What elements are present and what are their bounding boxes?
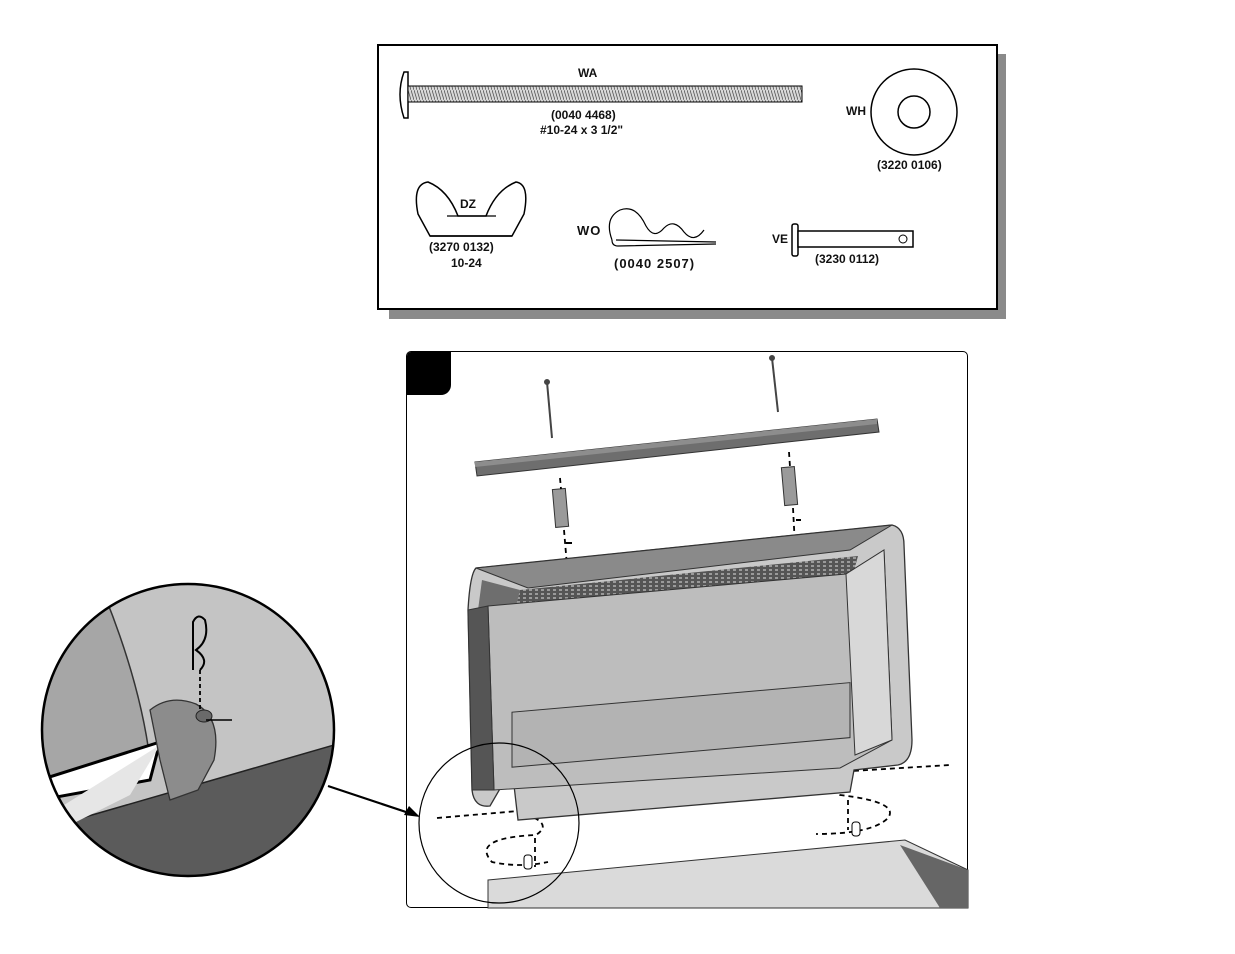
spacer-right [780, 466, 799, 507]
wing-nut-dz-icon [415, 181, 527, 237]
hitch-pin-wo-icon [608, 208, 717, 247]
lid-hinge-plate [511, 682, 851, 768]
wo-code-label: WO [577, 223, 602, 238]
wa-part-number: (0040 4468) [551, 108, 616, 122]
grill-lid [467, 524, 913, 821]
hinge-pin-right [851, 821, 861, 837]
spacer-left [551, 487, 570, 528]
clevis-pin-ve-icon [791, 223, 914, 257]
zoom-detail-view [40, 582, 336, 878]
bolt-wa-icon [399, 71, 803, 119]
grill-base [487, 839, 969, 909]
washer-wh-icon [870, 68, 958, 156]
step-number-badge [407, 352, 451, 395]
bolt-left [544, 379, 553, 439]
handle-bar [474, 418, 880, 477]
bolt-right [769, 355, 779, 413]
detail-pointer-line [327, 784, 416, 817]
ve-part-number: (3230 0112) [815, 252, 880, 266]
ve-code-label: VE [772, 232, 789, 246]
hinge-pin-left [523, 854, 533, 870]
wh-code-label: WH [846, 104, 866, 118]
dz-code-label: DZ [460, 197, 476, 211]
wh-part-number: (3220 0106) [877, 158, 942, 172]
wa-size-label: #10-24 x 3 1/2" [540, 123, 624, 137]
dz-size-label: 10-24 [451, 256, 482, 270]
dz-part-number: (3270 0132) [429, 240, 494, 254]
detail-highlight-circle [418, 742, 580, 904]
wo-part-number: (0040 2507) [614, 256, 696, 271]
wa-code-label: WA [578, 66, 598, 80]
